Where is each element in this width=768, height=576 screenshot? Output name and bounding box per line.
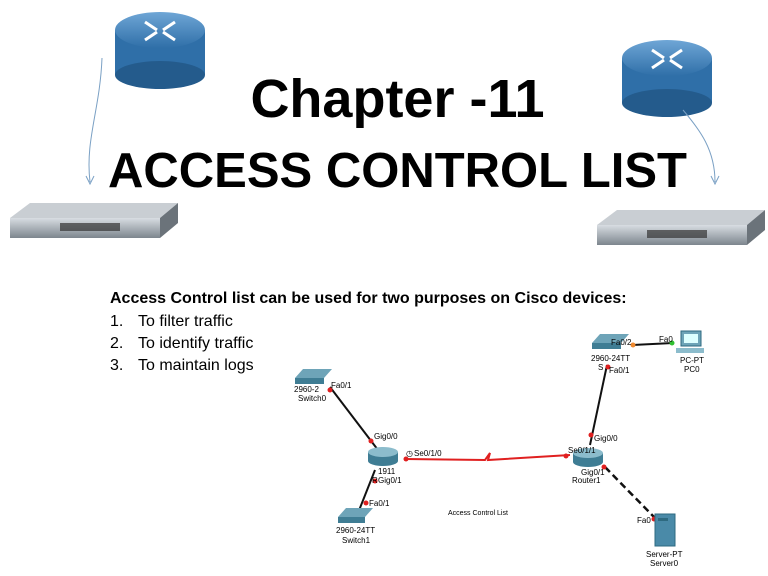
router-icon	[115, 12, 205, 89]
link-router0-switch1	[357, 469, 376, 514]
list-text: To identify traffic	[138, 335, 254, 352]
list-item: 3. To maintain logs	[110, 357, 254, 379]
router0-model: 1911	[378, 467, 396, 476]
switch2-icon[interactable]	[592, 334, 629, 349]
router1-icon[interactable]	[573, 448, 603, 467]
link-router1-server0	[604, 466, 656, 519]
router1-port-gig0: Gig0/0	[594, 434, 618, 443]
list-number: 1.	[110, 313, 124, 330]
server0-icon[interactable]	[654, 513, 676, 547]
switch-icon	[597, 210, 765, 245]
router0-port-gig0: Gig0/0	[374, 432, 398, 441]
switch-icon	[10, 203, 178, 238]
arrow-icon	[682, 109, 716, 183]
router0-name: R	[372, 476, 378, 485]
arrow-icon	[88, 57, 103, 183]
slide-title: Chapter -11	[250, 69, 545, 129]
clock-icon: ◷	[406, 449, 413, 458]
pc0-model: PC-PT	[680, 356, 704, 365]
pc0-icon[interactable]	[676, 330, 704, 353]
list-item: 1. To filter traffic	[110, 313, 254, 335]
switch2-name: S	[598, 363, 603, 372]
switch2-model: 2960-24TT	[591, 354, 630, 363]
link-switch2-pc0	[632, 342, 674, 346]
pc0-port: Fa0	[659, 335, 673, 344]
intro-text: Access Control list can be used for two …	[110, 290, 627, 307]
switch0-port: Fa0/1	[331, 381, 352, 390]
switch0-icon[interactable]	[295, 369, 332, 384]
switch1-model: 2960-24TT	[336, 526, 375, 535]
router1-port-serial: Se0/1/1	[568, 446, 596, 455]
port-indicators	[327, 340, 675, 522]
router1-port-gig1: Gig0/1	[581, 468, 605, 477]
link-serial	[404, 452, 571, 462]
list-number: 2.	[110, 335, 124, 352]
router0-port-gig1: Gig0/1	[378, 476, 402, 485]
list-text: To filter traffic	[138, 313, 233, 330]
decorative-devices	[10, 12, 765, 245]
switch2-port-down: Fa0/1	[609, 366, 630, 375]
switch2-port-up: Fa0/2	[611, 338, 632, 347]
switch1-name: Switch1	[342, 536, 371, 545]
pc0-name: PC0	[684, 365, 700, 374]
server0-name: Server0	[650, 559, 679, 568]
router1-name: Router1	[572, 476, 601, 485]
router0-icon[interactable]	[368, 447, 398, 466]
server0-port: Fa0	[637, 516, 651, 525]
purpose-list: 1. To filter traffic 2. To identify traffi…	[110, 313, 254, 379]
switch0-model: 2960-2	[294, 385, 319, 394]
switch1-port: Fa0/1	[369, 499, 390, 508]
server0-model: Server-PT	[646, 550, 683, 559]
router-icon	[622, 40, 712, 117]
list-number: 3.	[110, 357, 124, 374]
slide-subtitle: ACCESS CONTROL LIST	[108, 144, 687, 198]
link-router1-switch2	[589, 364, 608, 446]
router0-port-serial: Se0/1/0	[414, 449, 442, 458]
list-item: 2. To identify traffic	[110, 335, 254, 357]
diagram-caption: Access Control List	[448, 510, 508, 517]
list-text: To maintain logs	[138, 357, 254, 374]
switch0-name: Switch0	[298, 394, 327, 403]
switch1-icon[interactable]	[338, 508, 373, 523]
